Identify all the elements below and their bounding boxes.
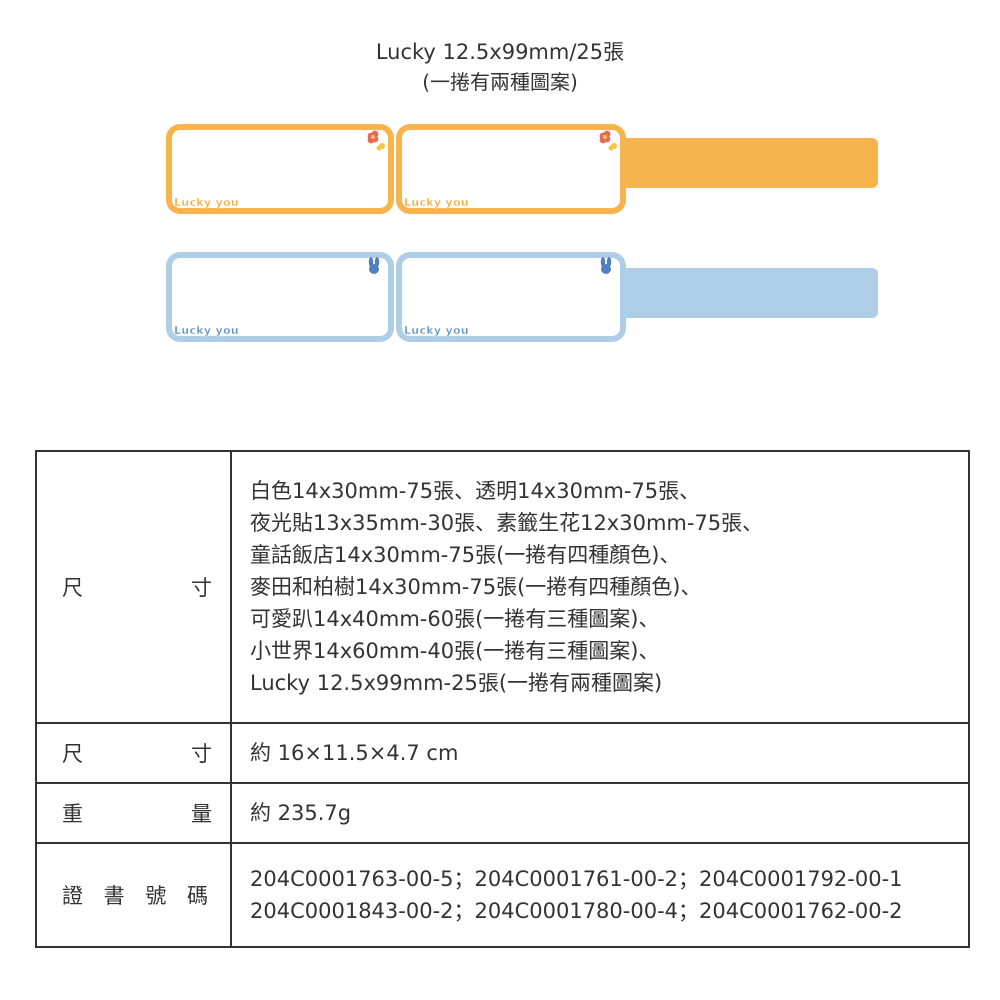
blue-label-1: Lucky you: [166, 252, 394, 342]
product-title: Lucky 12.5x99mm/25張: [375, 40, 625, 64]
lucky-you-text: Lucky you: [404, 324, 469, 337]
spec-value: 約 16×11.5×4.7 cm: [230, 722, 970, 784]
bunny-icon: [598, 257, 614, 279]
flower-icon: [362, 128, 388, 156]
spec-row-sizes: 尺寸 白色14x30mm-75張、透明14x30mm-75張、 夜光貼13x35…: [35, 450, 970, 724]
spec-row-dimensions: 尺寸 約 16×11.5×4.7 cm: [35, 722, 970, 784]
spec-key: 重量: [35, 782, 232, 844]
blue-label-2: Lucky you: [396, 252, 626, 342]
orange-label-1: Lucky you: [166, 124, 394, 214]
flower-icon: [594, 128, 620, 156]
lucky-you-text: Lucky you: [174, 324, 239, 337]
product-subtitle: (一捲有兩種圖案): [422, 70, 578, 94]
spec-row-certificate: 證書 號碼 204C0001763-00-5；204C0001761-00-2；…: [35, 842, 970, 948]
lucky-you-text: Lucky you: [404, 196, 469, 209]
lucky-you-text: Lucky you: [174, 196, 239, 209]
spec-value: 204C0001763-00-5；204C0001761-00-2；204C00…: [230, 842, 970, 948]
bunny-icon: [366, 257, 382, 279]
blue-strip-tail: [622, 268, 878, 318]
spec-key: 尺寸: [35, 722, 232, 784]
orange-strip-tail: [622, 138, 878, 188]
spec-key: 證書 號碼: [35, 842, 232, 948]
spec-value: 約 235.7g: [230, 782, 970, 844]
spec-key: 尺寸: [35, 450, 232, 724]
orange-label-2: Lucky you: [396, 124, 626, 214]
spec-table: 尺寸 白色14x30mm-75張、透明14x30mm-75張、 夜光貼13x35…: [35, 450, 970, 948]
spec-value: 白色14x30mm-75張、透明14x30mm-75張、 夜光貼13x35mm-…: [230, 450, 970, 724]
spec-row-weight: 重量 約 235.7g: [35, 782, 970, 844]
